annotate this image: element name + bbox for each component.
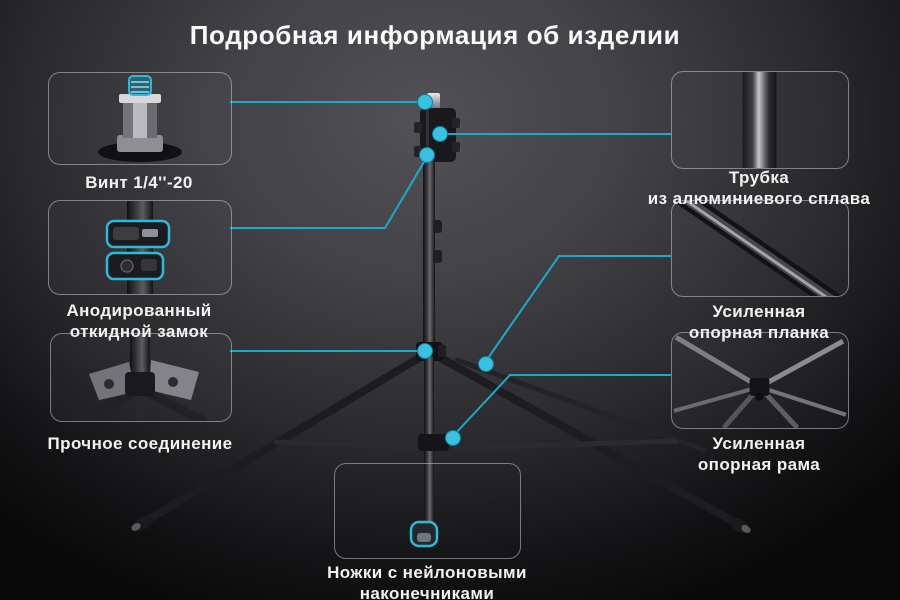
connector-lines: [230, 101, 671, 435]
callout-label-frame-line2: опорная рама: [697, 455, 821, 474]
leg-hub-detail: [438, 345, 446, 357]
connector-line-frame: [454, 374, 671, 435]
callout-label-lock-line1: Анодированный: [66, 301, 212, 320]
callout-label-feet-line2: наконечниками: [359, 584, 495, 600]
connector-dot: [417, 94, 433, 110]
callout-box-brace: [671, 200, 849, 297]
flip-lock-detail-icon: [105, 201, 171, 294]
brace-left: [273, 439, 426, 451]
callout-label-tube-line1: Трубка: [728, 168, 790, 187]
callout-label-tube: Трубка из алюминиевого сплава: [634, 167, 884, 209]
flip-lock-knob: [452, 118, 460, 128]
leg-joint-detail-icon: [74, 334, 208, 421]
tripod-leg-left: [142, 348, 433, 525]
screw-detail-icon: [98, 75, 182, 162]
support-bar-detail-icon: [674, 201, 843, 296]
page-title: Подробная информация об изделии: [189, 20, 681, 50]
center-column-upper: [423, 160, 435, 356]
support-frame-detail-icon: [673, 335, 847, 428]
top-bracket-highlight: [426, 110, 429, 160]
tube-detail-icon: [742, 72, 777, 168]
right-foot-tip: [741, 525, 751, 533]
connector-dot: [478, 356, 494, 372]
flip-lock-knob: [414, 122, 422, 133]
callout-box-frame: [671, 332, 849, 429]
connector-line-lock: [230, 156, 428, 229]
callout-box-joint: [50, 333, 232, 422]
callout-label-tube-line2: из алюминиевого сплава: [647, 189, 871, 208]
connector-dot: [417, 343, 433, 359]
callout-label-lock: Анодированный откидной замок: [38, 300, 240, 342]
callout-label-frame: Усиленная опорная рама: [659, 433, 859, 475]
column-flip-lock: [433, 220, 442, 233]
brace-right: [448, 438, 679, 451]
callout-box-lock: [48, 200, 232, 295]
column-flip-lock: [433, 250, 442, 263]
connector-dot: [445, 430, 461, 446]
support-bar-right: [454, 357, 707, 453]
callout-label-frame-line1: Усиленная: [712, 434, 806, 453]
nylon-foot-tip: [417, 533, 431, 542]
flip-lock-knob: [452, 142, 460, 152]
lower-collar: [418, 434, 449, 451]
callout-label-brace-line2: опорная планка: [688, 323, 830, 342]
callout-label-feet: Ножки с нейлоновыми наконечниками: [327, 562, 527, 600]
callout-label-lock-line2: откидной замок: [69, 322, 209, 341]
callout-label-feet-line1: Ножки с нейлоновыми: [327, 563, 527, 582]
callout-box-feet: [334, 463, 521, 559]
tripod-leg-right: [426, 348, 740, 527]
callout-label-screw: Винт 1/4''-20: [85, 173, 193, 192]
callout-label-brace-line1: Усиленная: [712, 302, 806, 321]
connector-line-brace: [485, 255, 671, 362]
connector-dot: [432, 126, 448, 142]
left-foot-tip: [131, 523, 141, 531]
callout-label-joint: Прочное соединение: [47, 434, 233, 453]
callout-box-tube: [671, 71, 849, 169]
callout-box-screw: [48, 72, 232, 165]
callout-label-brace: Усиленная опорная планка: [659, 301, 859, 343]
connector-dot: [419, 147, 435, 163]
connector-dots: [417, 94, 494, 446]
